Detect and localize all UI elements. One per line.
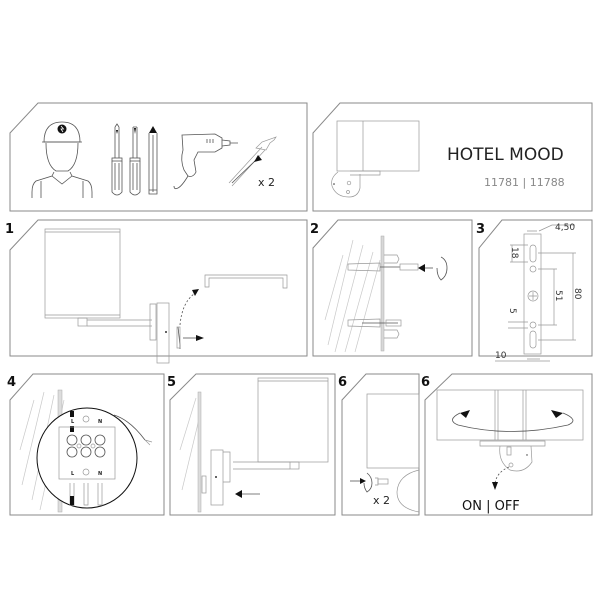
terminal-bottom-label-n: N	[98, 471, 102, 477]
terminal-top-label-n: N	[98, 419, 102, 425]
step-4-number: 4	[7, 375, 16, 390]
product-codes: 11781 | 11788	[484, 176, 565, 189]
pencil-icon	[148, 126, 158, 195]
lamp-top-view-icon	[331, 120, 420, 198]
step-6a-panel: 6 x 2	[338, 373, 420, 516]
flat-screwdriver-icon	[129, 126, 141, 196]
dim-slot-height: 18	[509, 247, 519, 259]
installer-icon	[31, 121, 93, 198]
step-6b-panel: 6 ON | OFF	[421, 373, 593, 516]
switch-on-off-label: ON | OFF	[462, 499, 520, 514]
power-drill-icon	[173, 133, 238, 190]
wall-hatch	[324, 239, 381, 353]
dim-width-top: 4,50	[555, 223, 575, 233]
dim-small-gap: 5	[507, 308, 517, 314]
step-3-panel: 3 4,50 18 80 51 5 10	[476, 219, 593, 362]
terminal-block	[66, 434, 106, 458]
step-2-panel: 2	[310, 219, 473, 357]
terminal-bottom-label-l: L	[71, 471, 75, 477]
step-2-number: 2	[310, 222, 319, 237]
terminal-top-label-l: L	[71, 419, 75, 425]
product-name: HOTEL MOOD	[447, 145, 564, 165]
dim-width-bottom: 10	[495, 351, 507, 361]
tools-quantity-label: x 2	[258, 176, 275, 189]
step-5-panel: 5	[167, 373, 336, 516]
tools-panel: x 2	[9, 102, 308, 212]
dim-hole-spacing: 51	[553, 290, 563, 301]
step-6b-number: 6	[421, 375, 430, 390]
step-4-panel: 4 L N L N	[7, 373, 165, 516]
phillips-screwdriver-icon	[111, 123, 123, 196]
step-6a-number: 6	[338, 375, 347, 390]
step-3-number: 3	[476, 222, 485, 237]
wall-plug-screw-icon	[228, 136, 277, 187]
title-panel: HOTEL MOOD 11781 | 11788	[312, 102, 593, 212]
dim-total: 80	[572, 288, 582, 300]
step-5-number: 5	[167, 375, 176, 390]
screw-quantity-label: x 2	[373, 494, 390, 507]
step-1-panel: 1	[5, 219, 308, 364]
step-1-number: 1	[5, 222, 14, 237]
